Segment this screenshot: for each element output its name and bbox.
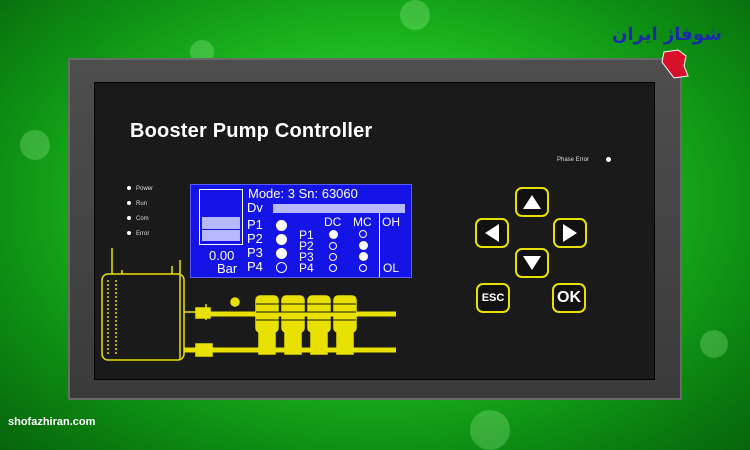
pump-body <box>258 331 276 355</box>
right-button[interactable] <box>553 218 587 248</box>
pump-body <box>336 331 354 355</box>
lcd-pump-label: P2 <box>247 231 263 246</box>
down-button[interactable] <box>515 248 549 278</box>
lcd-dv-label: Dv <box>247 200 263 215</box>
lcd-table-pump-label: P2 <box>299 239 314 253</box>
lcd-mc-ring <box>359 230 367 238</box>
pump-motor <box>307 295 331 333</box>
tank-shape <box>101 273 185 361</box>
lcd-mc-label: MC <box>353 215 372 229</box>
lcd-ol-label: OL <box>383 261 400 275</box>
pump-body <box>284 331 302 355</box>
indicator-error: Error <box>127 231 149 237</box>
gauge-shape <box>230 297 240 307</box>
lcd-table-pump-label: P1 <box>299 228 314 242</box>
lcd-dv-bar <box>273 204 405 213</box>
com-led <box>127 216 131 221</box>
lcd-pressure-unit: Bar <box>217 261 238 276</box>
arrow-down-icon <box>523 256 541 270</box>
bokeh-light <box>20 130 50 160</box>
lcd-divider <box>379 213 380 277</box>
lcd-oh-label: OH <box>382 215 400 229</box>
up-button[interactable] <box>515 187 549 217</box>
lcd-pressure-value: 0.00 <box>209 248 235 263</box>
pump-body <box>310 331 328 355</box>
lcd-dc-ring <box>329 253 337 261</box>
lcd-screen: Mode: 3 Sn: 63060 0.00 Bar Dv P1 P2 P3 P… <box>190 184 412 278</box>
valve-shape <box>195 307 211 319</box>
pump-motor <box>281 295 305 333</box>
lcd-mode-line: Mode: 3 Sn: 63060 <box>248 186 358 201</box>
run-led <box>127 201 131 206</box>
watermark-site: shofazhiran.com <box>8 416 96 428</box>
lcd-pump-status-led <box>276 248 287 259</box>
bokeh-light <box>400 0 430 30</box>
error-led <box>127 231 131 236</box>
power-led <box>127 186 131 191</box>
lcd-pump-label: P3 <box>247 245 263 260</box>
device-title: Booster Pump Controller <box>130 120 373 142</box>
lcd-dc-label: DC <box>324 215 342 229</box>
pump-motor <box>333 295 357 333</box>
bokeh-light <box>470 410 510 450</box>
left-button[interactable] <box>475 218 509 248</box>
arrow-up-icon <box>523 195 541 209</box>
bokeh-light <box>700 330 728 358</box>
indicator-power: Power <box>127 186 153 192</box>
lcd-dc-led <box>329 230 338 239</box>
watermark-logo: شوفاژ ایران <box>612 24 722 45</box>
phase-error-led <box>606 157 611 162</box>
esc-button[interactable]: ESC <box>476 283 510 313</box>
indicator-com: Com <box>127 216 149 222</box>
lcd-pump-label: P4 <box>247 259 263 274</box>
phase-error-label: Phase Error <box>557 157 590 163</box>
pump-schematic <box>101 248 396 361</box>
iran-map-icon <box>661 49 689 79</box>
lcd-table-pump-label: P3 <box>299 250 314 264</box>
ok-button[interactable]: OK <box>552 283 586 313</box>
lcd-pump-status-ring <box>276 262 287 273</box>
lcd-pump-label: P1 <box>247 217 263 232</box>
lcd-table-pump-label: P4 <box>299 261 314 275</box>
lcd-tank-gauge <box>199 189 243 245</box>
lcd-pump-status-led <box>276 220 287 231</box>
indicator-run: Run <box>127 201 147 207</box>
lcd-dc-ring <box>329 264 337 272</box>
valve-shape <box>195 343 213 357</box>
lcd-mc-led <box>359 241 368 250</box>
lcd-mc-ring <box>359 264 367 272</box>
arrow-left-icon <box>485 224 499 242</box>
arrow-right-icon <box>563 224 577 242</box>
lcd-pump-status-led <box>276 234 287 245</box>
lcd-dc-ring <box>329 242 337 250</box>
pump-motor <box>255 295 279 333</box>
lcd-mc-led <box>359 252 368 261</box>
